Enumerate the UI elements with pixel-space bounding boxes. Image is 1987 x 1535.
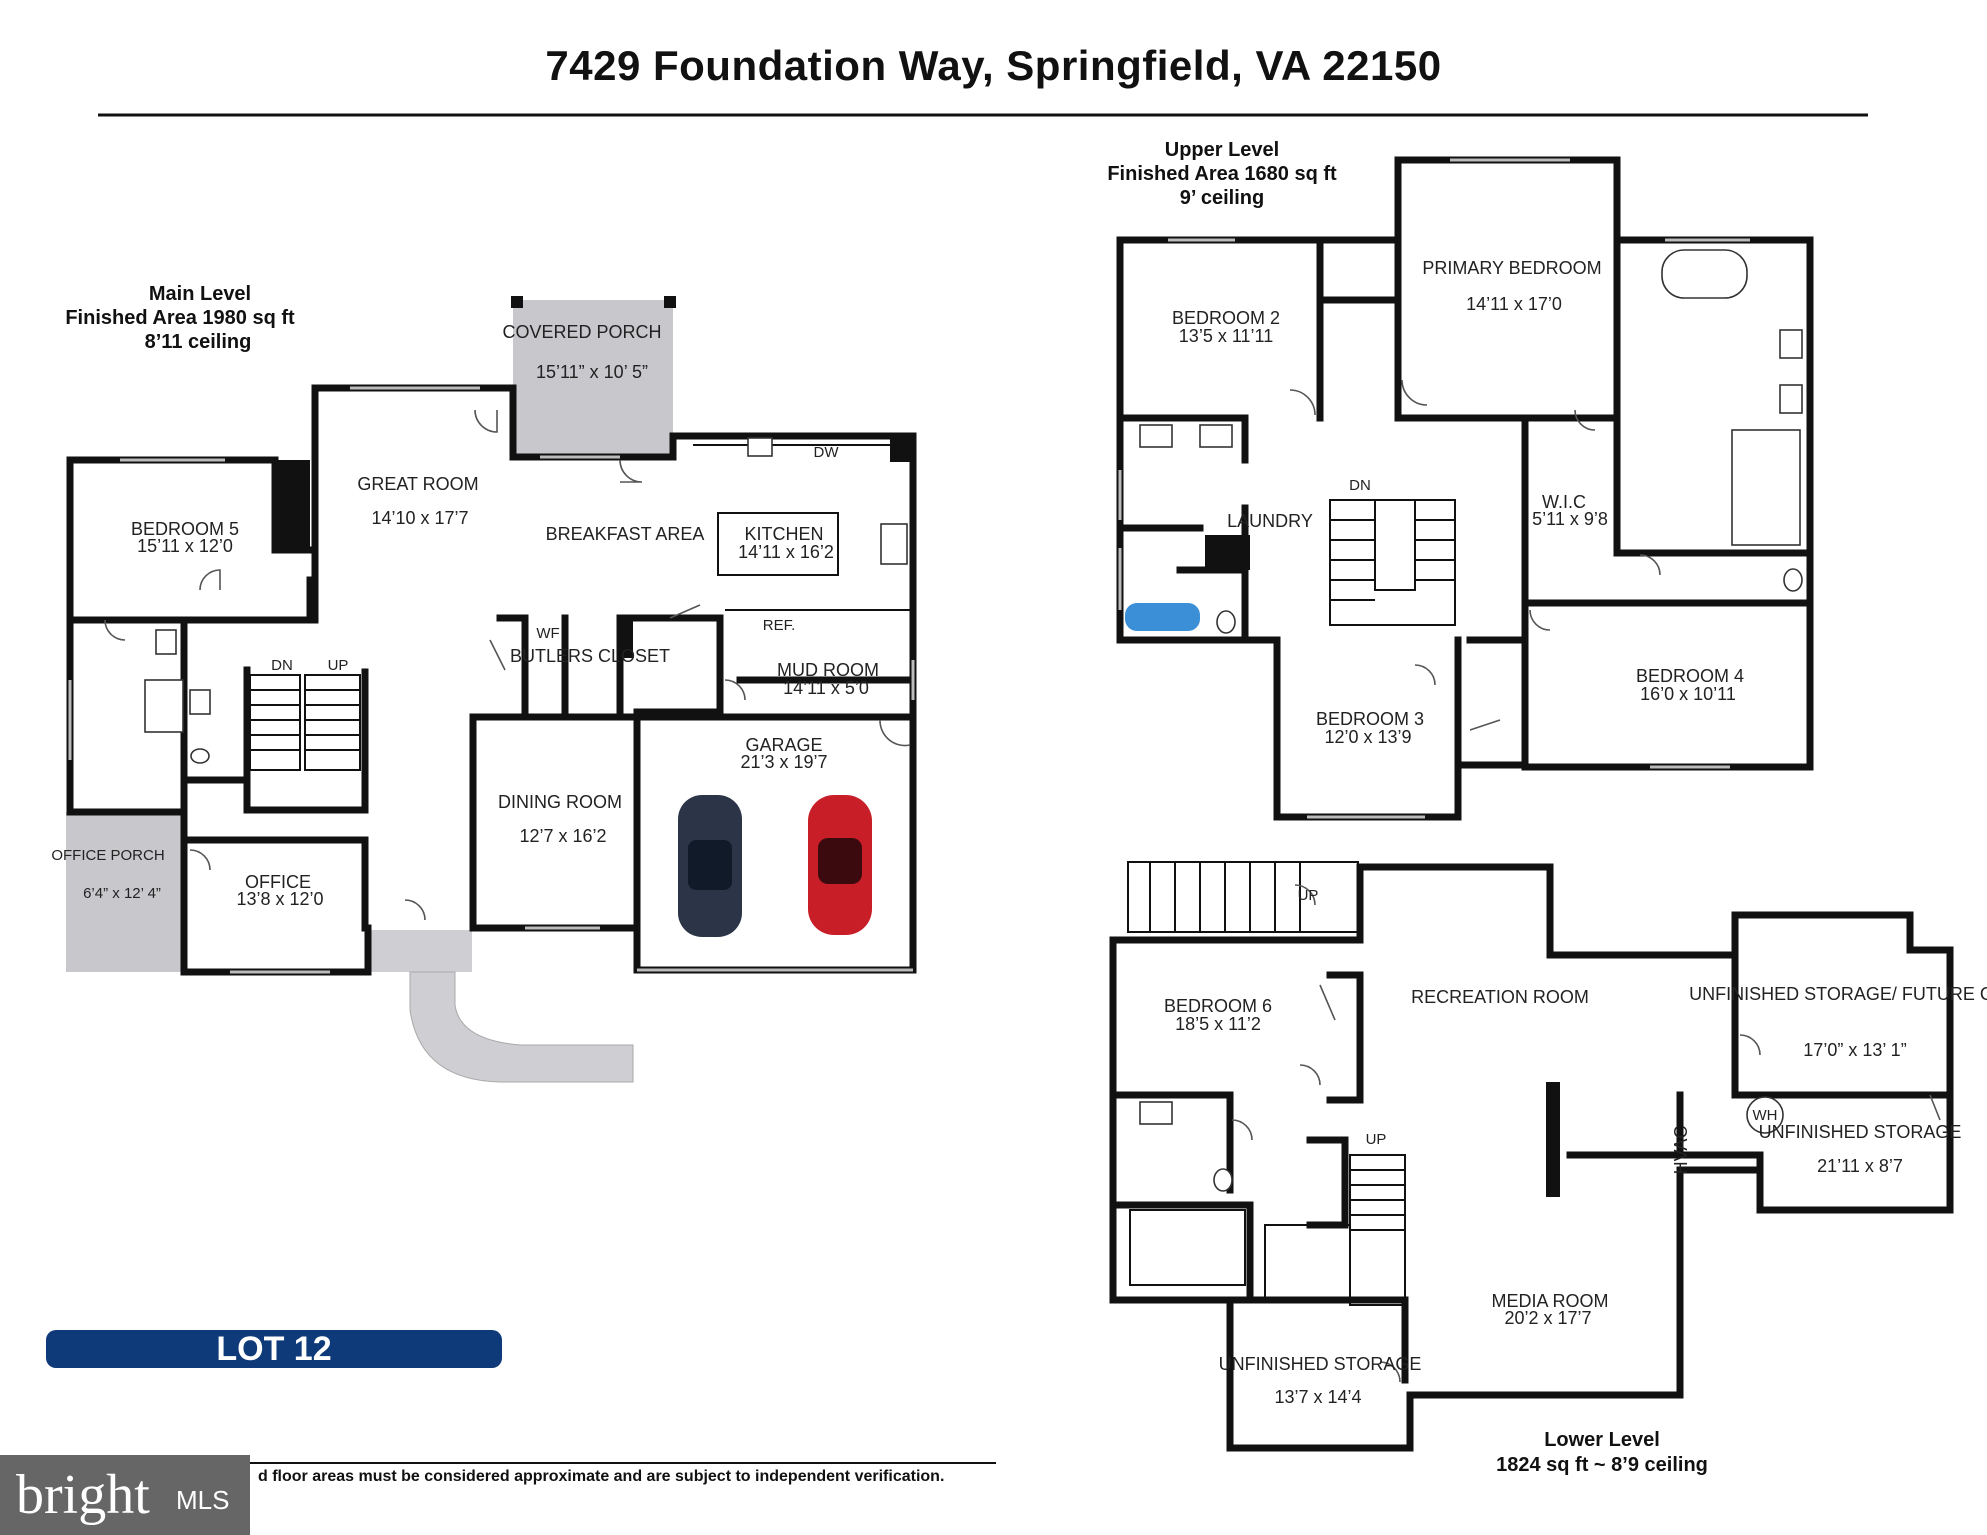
office-porch-name: OFFICE PORCH <box>51 847 164 864</box>
bedroom2-name: BEDROOM 2 <box>1172 308 1280 328</box>
lower-level-info: 1824 sq ft ~ 8’9 ceiling <box>1496 1454 1708 1476</box>
bedroom3-name: BEDROOM 3 <box>1316 709 1424 729</box>
lower-up-label-1: UP <box>1298 887 1319 904</box>
mud-room-name: MUD ROOM <box>777 660 879 680</box>
office-porch-area <box>66 812 184 972</box>
office-name: OFFICE <box>245 872 311 892</box>
main-level-area: Finished Area 1980 sq ft <box>65 307 295 329</box>
great-room-dim: 14’10 x 17’7 <box>371 508 468 528</box>
breakfast-name: BREAKFAST AREA <box>546 524 705 544</box>
logo-suffix: MLS <box>176 1485 230 1515</box>
bedroom5-dim: 15’11 x 12’0 <box>137 536 233 556</box>
bright-mls-logo: bright MLS <box>0 1455 250 1535</box>
upper-dn-label: DN <box>1349 477 1371 494</box>
main-dn-label: DN <box>271 657 293 674</box>
bedroom3-dim: 12’0 x 13’9 <box>1324 727 1411 747</box>
primary-dim: 14’11 x 17’0 <box>1466 294 1562 314</box>
gym-dim: 17’0” x 13’ 1” <box>1803 1040 1906 1060</box>
disclaimer-text: d floor areas must be considered approxi… <box>258 1468 945 1485</box>
garage-name: GARAGE <box>745 735 822 755</box>
main-level-name: Main Level <box>149 283 251 305</box>
ref-label: REF. <box>763 617 796 634</box>
logo-word: bright <box>16 1464 150 1526</box>
upper-level-ceiling: 9’ ceiling <box>1180 187 1264 209</box>
upper-level-area: Finished Area 1680 sq ft <box>1107 163 1337 185</box>
storage-right-dim: 21’11 x 8’7 <box>1817 1156 1903 1176</box>
disclaimer-rule <box>248 1462 996 1464</box>
primary-name: PRIMARY BEDROOM <box>1422 258 1601 278</box>
covered-porch-dim: 15’11” x 10’ 5” <box>536 362 648 382</box>
hvac-label: HVAC <box>1671 1126 1691 1175</box>
laundry-name: LAUNDRY <box>1227 511 1313 531</box>
office-dim: 13’8 x 12’0 <box>236 889 323 909</box>
wic-name: W.I.C <box>1542 492 1586 512</box>
bedroom2-dim: 13’5 x 11’11 <box>1179 326 1273 346</box>
kitchen-name: KITCHEN <box>744 524 823 544</box>
media-dim: 20’2 x 17’7 <box>1504 1308 1591 1328</box>
butlers-closet-label: BUTLERS CLOSET <box>510 646 670 666</box>
lower-level-name: Lower Level <box>1544 1429 1660 1451</box>
main-up-label: UP <box>328 657 349 674</box>
garage-dim: 21’3 x 19’7 <box>740 752 827 772</box>
lot-badge: LOT 12 <box>46 1330 502 1368</box>
gym-name: UNFINISHED STORAGE/ FUTURE GYM <box>1689 984 1987 1004</box>
car-dark-icon <box>678 795 742 937</box>
bedroom4-name: BEDROOM 4 <box>1636 666 1744 686</box>
dining-name: DINING ROOM <box>498 792 622 812</box>
wh-label: WH <box>1753 1107 1778 1124</box>
storage-lower-name: UNFINISHED STORAGE <box>1219 1354 1422 1374</box>
page-title: 7429 Foundation Way, Springfield, VA 221… <box>545 42 1442 89</box>
wic-dim: 5’11 x 9’8 <box>1532 509 1608 529</box>
main-level-plan: Main Level Finished Area 1980 sq ft 8’11… <box>51 283 917 1083</box>
media-name: MEDIA ROOM <box>1491 1291 1608 1311</box>
lower-up-label-2: UP <box>1366 1131 1387 1148</box>
great-room-name: GREAT ROOM <box>357 474 478 494</box>
covered-porch-area <box>513 300 673 457</box>
office-porch-dim: 6’4” x 12’ 4” <box>83 885 161 902</box>
upper-level-name: Upper Level <box>1165 139 1279 161</box>
storage-right-name: UNFINISHED STORAGE <box>1759 1122 1962 1142</box>
lower-level-plan: UP UP HVAC WH BEDROOM 6 18’5 x 11’2 RECR… <box>1109 861 1987 1476</box>
dw-label: DW <box>814 444 840 461</box>
main-stairs <box>249 674 361 771</box>
wf-label: WF <box>536 625 559 642</box>
recreation-name: RECREATION ROOM <box>1411 987 1589 1007</box>
dining-dim: 12’7 x 16’2 <box>519 826 606 846</box>
main-level-ceiling: 8’11 ceiling <box>145 331 252 353</box>
upper-level-plan: Upper Level Finished Area 1680 sq ft 9’ … <box>1107 139 1814 821</box>
covered-porch-name: COVERED PORCH <box>502 322 661 342</box>
bathtub-icon <box>1125 603 1200 631</box>
kitchen-dim: 14’11 x 16’2 <box>738 542 834 562</box>
bedroom5-name: BEDROOM 5 <box>131 519 239 539</box>
mud-room-dim: 14’11 x 5’0 <box>783 678 869 698</box>
bedroom6-name: BEDROOM 6 <box>1164 996 1272 1016</box>
bedroom4-dim: 16’0 x 10’11 <box>1640 684 1736 704</box>
storage-lower-dim: 13’7 x 14’4 <box>1274 1387 1361 1407</box>
bedroom6-dim: 18’5 x 11’2 <box>1175 1014 1261 1034</box>
car-red-icon <box>808 795 872 935</box>
